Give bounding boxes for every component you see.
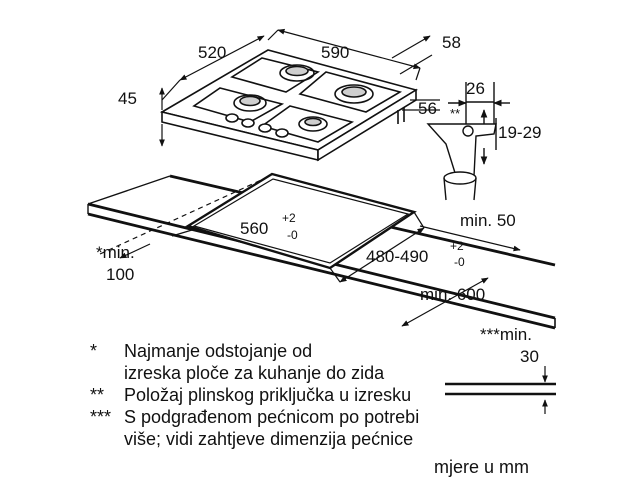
note-3-marker: *** [90, 407, 112, 427]
dim-cutout-depth-tol-top: +2 [450, 239, 464, 253]
note-3-line-2: više; vidi zahtjeve dimenzija pećnice [124, 429, 414, 449]
note-2-marker: ** [90, 385, 105, 405]
dim-min-100-line2: 100 [106, 265, 134, 284]
dim-top-right: 58 [442, 33, 461, 52]
units-label: mjere u mm [434, 457, 530, 477]
note-3: *** S podgrađenom pećnicom po potrebi viš… [90, 406, 419, 450]
dimension-labels: 520 590 58 45 56 ** 26 19-29 560 +2 -0 4… [96, 33, 541, 366]
dim-gas-star: ** [450, 106, 460, 121]
note-1-line-1: Najmanje odstojanje od [124, 341, 313, 361]
dim-hob-depth: 520 [198, 43, 226, 62]
hob-illustration [159, 49, 419, 162]
dim-min-30-line2: 30 [520, 347, 539, 366]
dim-min-100-line1: *min. [96, 243, 135, 262]
dim-min-600: min. 600 [420, 285, 485, 304]
note-1: * Najmanje odstojanje od izreska ploče za… [90, 340, 384, 384]
dim-hob-height: 45 [118, 89, 137, 108]
dim-cutout-depth: 480-490 [366, 247, 428, 266]
dim-hob-width: 590 [321, 43, 349, 62]
dim-cutout-width: 560 [240, 219, 268, 238]
note-1-line-2: izreska ploče za kuhanje do zida [124, 363, 385, 383]
note-2-line-1: Položaj plinskog priključka u izresku [124, 385, 412, 405]
dim-min-30-line1: ***min. [480, 325, 532, 344]
dim-cutout-depth-tol-bottom: -0 [454, 255, 465, 269]
worktop [87, 172, 556, 414]
note-3-line-1: S podgrađenom pećnicom po potrebi [124, 407, 420, 427]
dim-connector-width: 26 [466, 79, 485, 98]
dim-connector-height: 19-29 [498, 123, 541, 142]
note-1-marker: * [90, 341, 98, 361]
dim-cutout-width-tol-bottom: -0 [287, 228, 298, 242]
dim-min-50: min. 50 [460, 211, 516, 230]
hob-dimension-lines [159, 28, 440, 147]
dim-gas-side: 56 [418, 99, 437, 118]
gas-connector-detail [426, 82, 510, 201]
note-2: ** Položaj plinskog priključka u izresku [90, 384, 411, 406]
dim-cutout-width-tol-top: +2 [282, 211, 296, 225]
